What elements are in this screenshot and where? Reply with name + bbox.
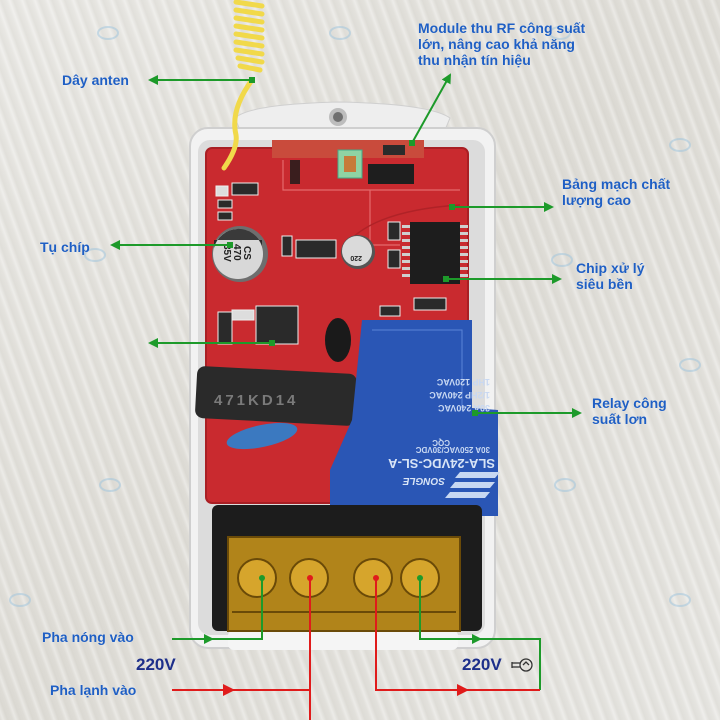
label-cold-in: Pha lạnh vào [50,682,137,698]
label-hot-in: Pha nóng vào [42,629,134,645]
watermark-logo [669,593,691,607]
blue-capacitor [226,422,298,450]
relay-rating-3: 1HP 120VAC [436,377,490,387]
relay-brand: SONGLE [402,475,445,486]
watermark-logo [329,26,351,40]
relay-rating-2: 1/2HP 240VAC [429,390,490,400]
capacitor-small: 220 [341,235,375,269]
watermark-logo [97,26,119,40]
watermark-logo [9,593,31,607]
relay: 30A 240VAC 1/2HP 240VAC 1HP 120VAC CQC 3… [330,320,500,516]
watermark-logo [84,248,106,262]
capacitor-small-text: 220 [350,254,362,261]
watermark-logos [9,26,701,607]
label-chip: Chip xử lý siêu bền [576,260,645,292]
watermark-logo [549,26,571,40]
relay-rating-4: 30A 250VAC/30VDC [416,445,490,454]
rf-module [272,140,424,184]
capacitor-large: CS 470 35V [212,226,268,282]
annotation-arrows [110,73,582,418]
capacitor-large-text-2: 470 [231,244,242,261]
label-rf-module: Module thu RF công suất lớn, nâng cao kh… [418,20,586,68]
label-antenna: Dây anten [62,72,129,88]
wiring-diagram [172,575,541,720]
terminal-block [212,505,482,632]
watermark-logo [551,253,573,267]
smd-components [215,182,447,345]
terminal-screw-1 [237,558,277,598]
relay-model: SLA-24VDC-SL-A [387,456,495,471]
varistor: 471KD14 [195,366,357,450]
crystal-component [325,318,351,362]
relay-rating-1: 30A 240VAC [437,403,490,413]
watermark-logo [669,138,691,152]
label-voltage-out: 220V [462,655,502,674]
watermark-logo [679,358,701,372]
label-voltage-in: 220V [136,655,176,674]
watermark-logo [554,478,576,492]
antenna-wire [221,0,265,171]
label-capacitor: Tụ chíp [40,239,90,255]
watermark-logo [99,478,121,492]
light-bulb-icon [511,658,533,672]
processor-chip [402,222,468,284]
capacitor-large-text-3: 35V [221,244,232,262]
label-relay: Relay công suất lơn [592,395,667,427]
arrow-rf-module [411,73,451,144]
relay-cert: CQC [432,438,450,447]
label-pcb: Bảng mạch chất lượng cao [562,176,671,208]
varistor-text: 471KD14 [214,392,298,409]
capacitor-large-text-1: CS [241,246,252,260]
